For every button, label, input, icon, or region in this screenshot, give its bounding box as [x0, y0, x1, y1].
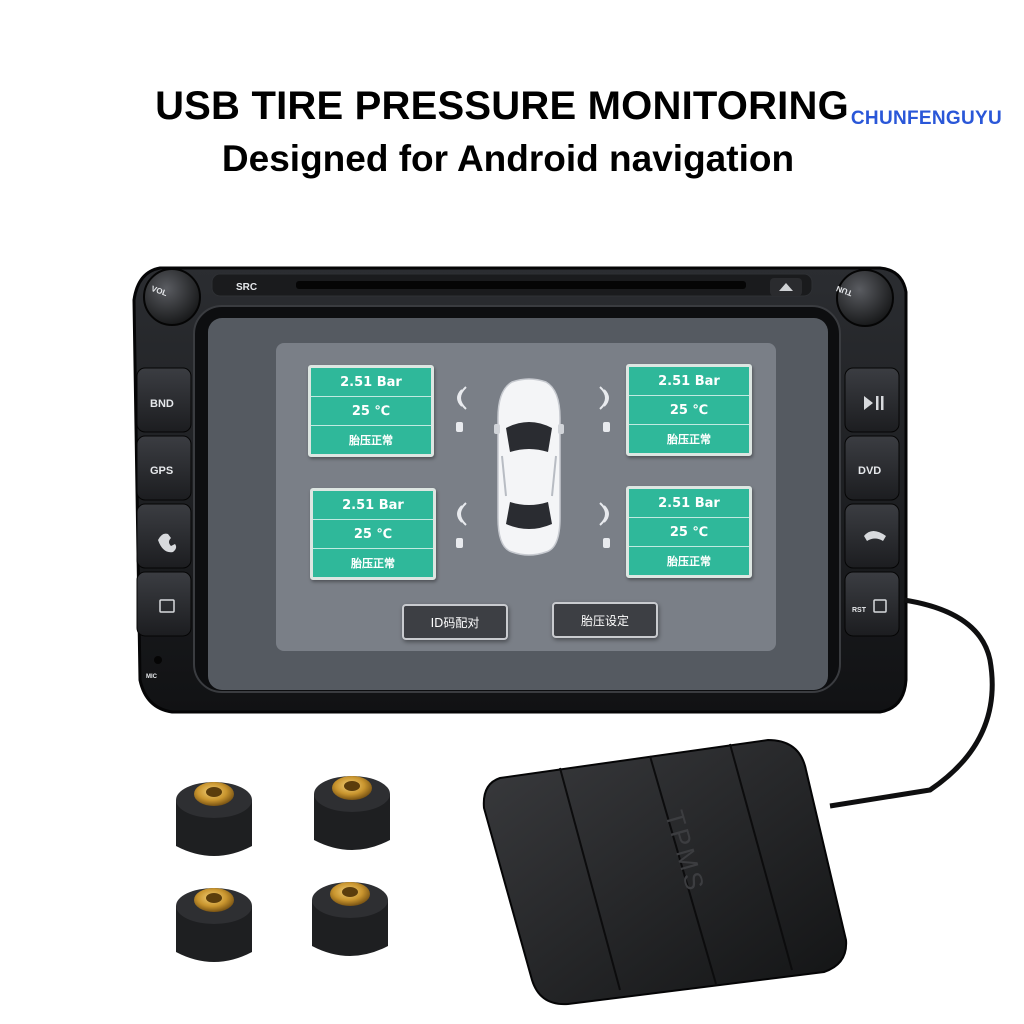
- sensor-3: [176, 888, 252, 962]
- id-pair-button[interactable]: ID码配对: [402, 604, 508, 640]
- status-text: 胎压正常: [667, 555, 711, 568]
- signal-icon-front-left: [456, 386, 467, 432]
- car-top-view-icon: [494, 378, 564, 556]
- sensor-2: [314, 776, 390, 850]
- phone-icon: [158, 533, 177, 553]
- tire-tile-rear-right[interactable]: 2.51 Bar 25 ℃ 胎压正常: [626, 486, 752, 578]
- status-text: 胎压正常: [349, 434, 393, 447]
- signal-icon-rear-right: [599, 502, 610, 548]
- left-button-bnd[interactable]: [136, 367, 192, 433]
- mic-label: MIC: [146, 674, 158, 680]
- pressure-value: 2.51 Bar: [313, 491, 433, 520]
- eject-icon[interactable]: [779, 283, 793, 291]
- headline-subtitle: Designed for Android navigation: [221, 138, 795, 179]
- status-text: 胎压正常: [667, 433, 711, 446]
- temperature-value: 25 ℃: [629, 518, 749, 547]
- status-text: 胎压正常: [351, 557, 395, 570]
- tire-tile-front-right[interactable]: 2.51 Bar 25 ℃ 胎压正常: [626, 364, 752, 456]
- tpms-receiver: [482, 738, 848, 1006]
- signal-icon-rear-left: [456, 502, 467, 548]
- temperature-value: 25 ℃: [311, 397, 431, 426]
- tire-tile-rear-left[interactable]: 2.51 Bar 25 ℃ 胎压正常: [310, 488, 436, 580]
- rst-label: RST: [852, 607, 867, 614]
- pressure-settings-button[interactable]: 胎压设定: [552, 602, 658, 638]
- sensor-1: [176, 782, 252, 856]
- tune-knob[interactable]: [836, 269, 894, 327]
- temperature-value: 25 ℃: [629, 396, 749, 425]
- right-button-rst[interactable]: [844, 571, 900, 637]
- headline-title: USB TIRE PRESSURE MONITORING: [155, 84, 849, 128]
- dvd-label: DVD: [858, 465, 881, 477]
- tire-tile-front-left[interactable]: 2.51 Bar 25 ℃ 胎压正常: [308, 365, 434, 457]
- signal-icon-front-right: [599, 386, 610, 432]
- mic-hole: [154, 656, 162, 664]
- left-button-gpsmode[interactable]: [136, 571, 192, 637]
- play-pause-icon: [864, 396, 873, 410]
- volume-knob[interactable]: [143, 268, 201, 326]
- right-button-playpause[interactable]: [844, 367, 900, 433]
- temperature-value: 25 ℃: [313, 520, 433, 549]
- card-icon: [159, 599, 175, 613]
- watermark: CHUNFENGUYU: [850, 108, 1002, 129]
- right-button-dvd[interactable]: [844, 435, 900, 501]
- sd-card-icon: [873, 599, 887, 613]
- src-label: SRC: [236, 282, 257, 293]
- tire-sensors: [176, 776, 390, 962]
- left-button-gps[interactable]: [136, 435, 192, 501]
- bnd-label: BND: [150, 398, 174, 410]
- gps-label: GPS: [150, 465, 173, 477]
- sensor-4: [312, 882, 388, 956]
- pressure-value: 2.51 Bar: [311, 368, 431, 397]
- pressure-value: 2.51 Bar: [629, 367, 749, 396]
- hang-up-icon: [864, 531, 886, 541]
- pressure-value: 2.51 Bar: [629, 489, 749, 518]
- usb-cable: [829, 597, 995, 809]
